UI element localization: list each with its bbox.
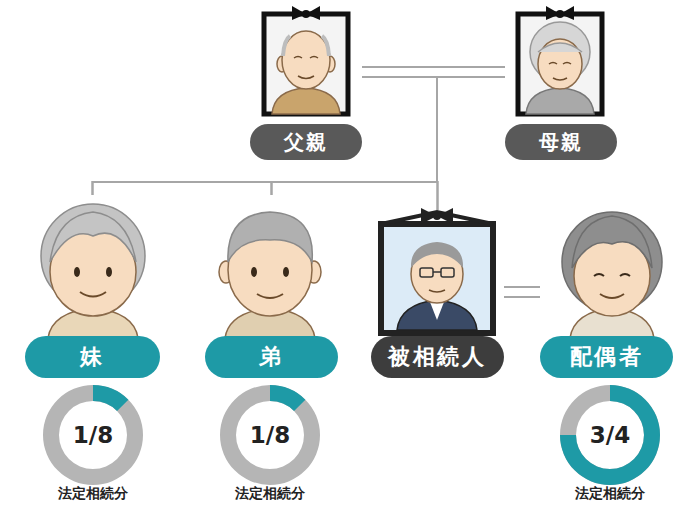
share-caption: 法定相続分 <box>575 485 645 502</box>
sister-portrait <box>41 204 145 338</box>
brother-portrait <box>219 212 321 338</box>
spouse-portrait <box>562 212 662 338</box>
person-node: 弟 <box>205 195 338 378</box>
share-node: 1/8法定相続分 <box>43 385 143 503</box>
deceased-label: 被相続人 <box>371 336 504 378</box>
person-node: 被相続人 <box>371 210 504 378</box>
person-node: 配偶者 <box>540 195 673 378</box>
marriage-line <box>504 287 540 297</box>
donut-share <box>270 385 305 411</box>
marriage-line <box>362 67 505 77</box>
spouse-label: 配偶者 <box>540 336 673 378</box>
brother-label: 弟 <box>205 336 338 378</box>
father-label: 父親 <box>250 124 362 160</box>
donut-share <box>93 385 128 411</box>
family-line <box>362 77 438 210</box>
person-node: 母親 <box>505 5 617 160</box>
donut-share <box>560 385 660 485</box>
family-line <box>437 77 505 210</box>
deceased-portrait <box>381 208 493 333</box>
share-caption: 法定相続分 <box>235 485 305 502</box>
donut-track <box>560 385 660 485</box>
share-caption: 法定相続分 <box>58 485 128 502</box>
mother-portrait <box>518 6 602 114</box>
family-line <box>93 77 438 195</box>
family-line <box>93 77 506 195</box>
sister-label: 妹 <box>25 336 160 378</box>
donut-track <box>43 385 143 485</box>
person-node: 父親 <box>250 5 362 160</box>
mother-label: 母親 <box>505 124 617 160</box>
person-node: 妹 <box>25 195 160 378</box>
father-portrait <box>264 6 348 114</box>
share-node: 1/8法定相続分 <box>220 385 320 503</box>
share-node: 3/4法定相続分 <box>560 385 660 503</box>
share-fraction: 1/8 <box>250 385 290 485</box>
share-fraction: 1/8 <box>73 385 113 485</box>
share-fraction: 3/4 <box>590 385 630 485</box>
donut-track <box>220 385 320 485</box>
